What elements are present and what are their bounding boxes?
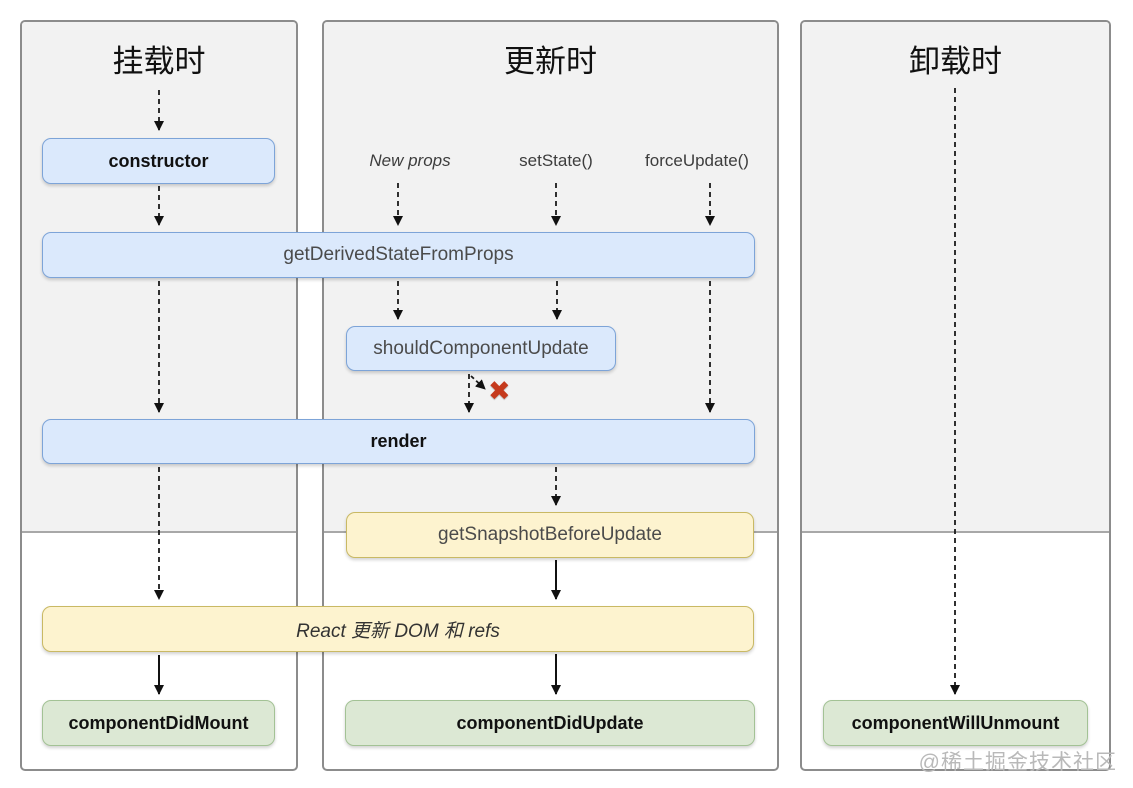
box-get-snapshot-before-update: getSnapshotBeforeUpdate	[346, 512, 754, 558]
mounting-title: 挂载时	[112, 44, 206, 79]
box-react-update-dom-refs: React 更新 DOM 和 refs	[42, 606, 754, 652]
panel-updating: 更新时	[322, 20, 779, 771]
update-blocked-x-icon: ✖	[488, 376, 511, 406]
box-should-component-update: shouldComponentUpdate	[346, 326, 616, 371]
panel-mounting: 挂载时	[20, 20, 298, 771]
box-component-did-mount: componentDidMount	[42, 700, 275, 746]
box-get-derived-state-from-props: getDerivedStateFromProps	[42, 232, 755, 278]
box-component-will-unmount: componentWillUnmount	[823, 700, 1088, 746]
box-render: render	[42, 419, 755, 464]
box-constructor: constructor	[42, 138, 275, 184]
box-component-did-update: componentDidUpdate	[345, 700, 755, 746]
unmounting-render-phase-shade	[802, 22, 1109, 533]
unmounting-title: 卸载时	[909, 44, 1002, 79]
watermark: @稀土掘金技术社区	[918, 751, 1117, 774]
panel-unmounting: 卸载时	[800, 20, 1111, 771]
updating-title: 更新时	[504, 44, 597, 79]
trigger-new-props: New props	[369, 151, 451, 170]
trigger-force-update: forceUpdate()	[645, 151, 749, 170]
trigger-set-state: setState()	[519, 151, 593, 170]
